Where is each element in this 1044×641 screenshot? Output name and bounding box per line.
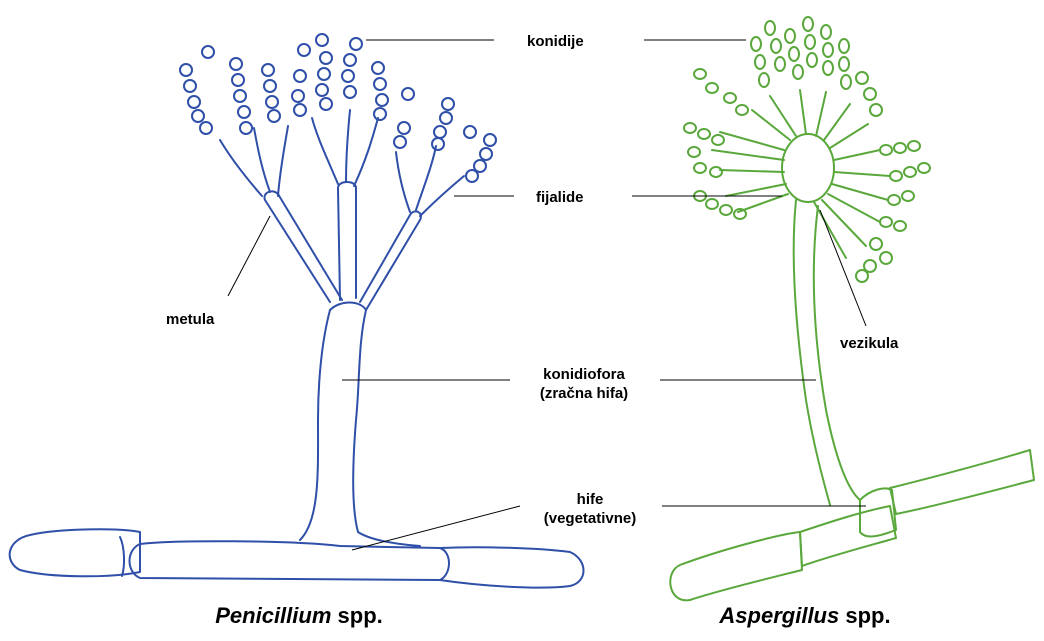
label-hife: hife (vegetativne) [544, 490, 637, 528]
caption-penicillium-genus: Penicillium [215, 603, 331, 628]
aspergillus-vesicle [782, 134, 834, 202]
aspergillus-illustration [670, 17, 1034, 600]
penicillium-metulae [264, 182, 420, 310]
caption-penicillium: Penicillium spp. [215, 603, 383, 629]
label-hife-line2: (vegetativne) [544, 509, 637, 528]
caption-penicillium-suffix: spp. [331, 603, 382, 628]
label-konidiofora-line2: (zračna hifa) [540, 384, 628, 403]
label-vezikula: vezikula [840, 334, 898, 353]
label-metula: metula [166, 310, 214, 329]
aspergillus-conidia [684, 17, 930, 282]
leader-vezikula [820, 210, 866, 326]
caption-aspergillus: Aspergillus spp. [719, 603, 890, 629]
caption-aspergillus-suffix: spp. [839, 603, 890, 628]
caption-aspergillus-genus: Aspergillus [719, 603, 839, 628]
label-konidije: konidije [527, 32, 584, 51]
aspergillus-hyphae [670, 450, 1034, 600]
penicillium-phialides [220, 110, 464, 216]
penicillium-conidia [180, 34, 496, 182]
penicillium-hyphae [10, 529, 584, 587]
label-konidiofora-line1: konidiofora [540, 365, 628, 384]
leader-hife-left [352, 506, 520, 550]
label-hife-line1: hife [544, 490, 637, 509]
penicillium-illustration [10, 34, 584, 588]
label-konidiofora: konidiofora (zračna hifa) [540, 365, 628, 403]
penicillium-conidiophore [300, 303, 420, 547]
label-fijalide: fijalide [536, 188, 584, 207]
leader-metula [228, 216, 270, 296]
leader-lines [228, 40, 866, 550]
